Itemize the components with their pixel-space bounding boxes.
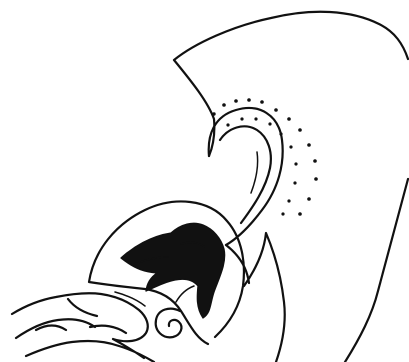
line-drawing-canvas [0, 0, 409, 362]
line-drawing [0, 0, 409, 362]
